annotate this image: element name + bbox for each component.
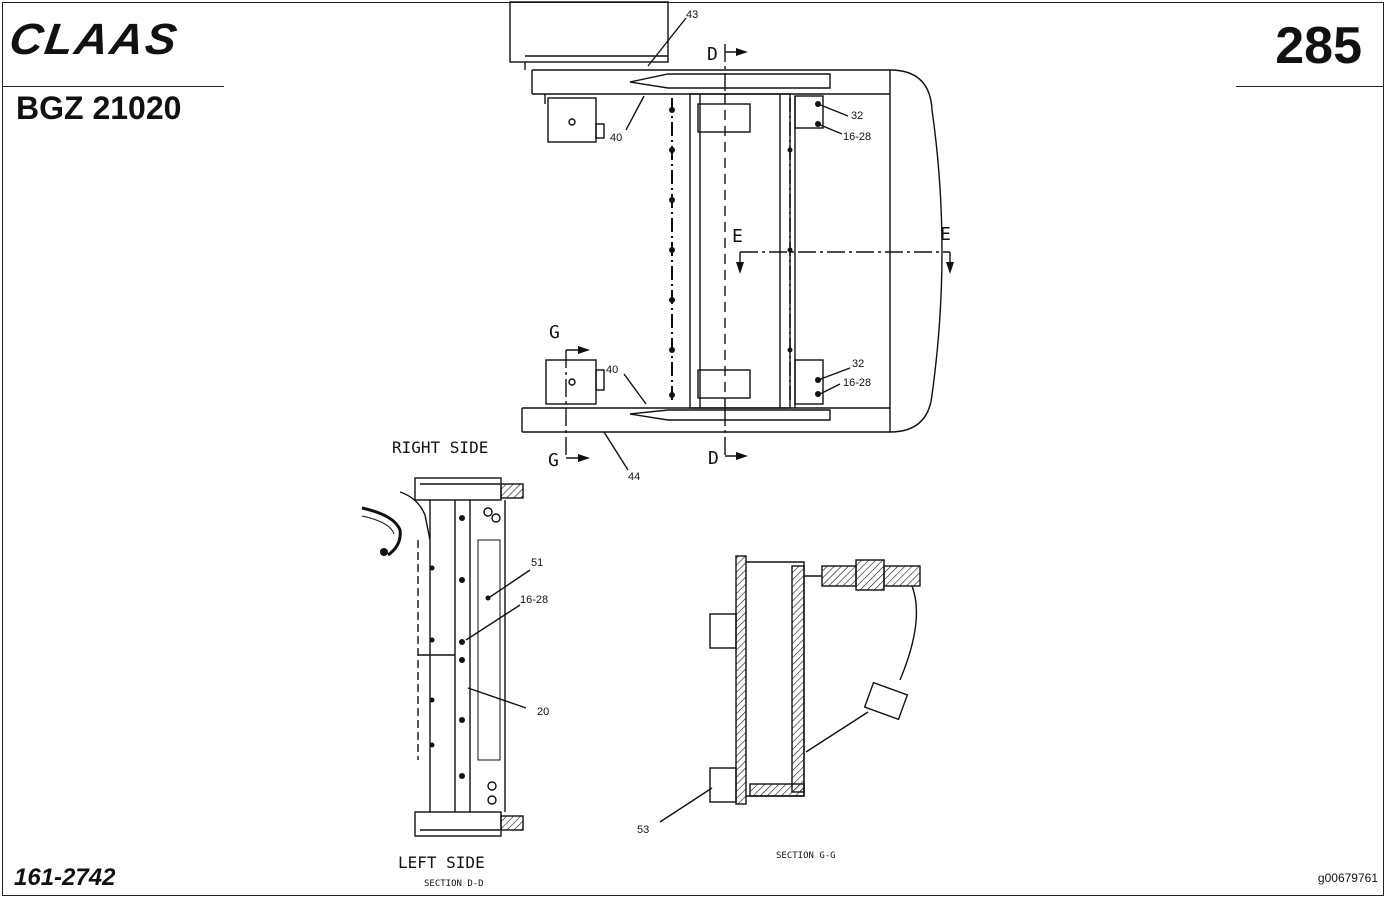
section-view: [659, 555, 921, 823]
callout-43: 43: [686, 9, 698, 21]
right-side-title: RIGHT SIDE: [392, 438, 488, 457]
callout-40-bottom: 40: [606, 364, 618, 376]
top-view: [509, 1, 951, 471]
callout-32-top: 32: [851, 110, 863, 122]
image-id: g00679761: [1317, 871, 1378, 885]
section-mark-e-right: E: [940, 224, 951, 245]
section-mark-d-bottom: D: [708, 448, 719, 469]
header-divider-right: [1236, 86, 1384, 87]
section-mark-g-bottom: G: [548, 450, 559, 471]
side-view: [361, 477, 531, 837]
reference-number: 161-2742: [14, 864, 116, 891]
section-mark-g-top: G: [549, 322, 560, 343]
section-g-g-caption: SECTION G-G: [776, 851, 836, 861]
callout-16-28-side: 16-28: [520, 594, 548, 606]
callout-51: 51: [531, 557, 543, 569]
left-side-title: LEFT SIDE: [398, 853, 485, 872]
section-d-d-caption: SECTION D-D: [424, 879, 484, 889]
callout-20: 20: [537, 706, 549, 718]
section-mark-e-left: E: [732, 226, 743, 247]
callout-16-28-top: 16-28: [843, 131, 871, 143]
callout-44: 44: [628, 471, 640, 483]
section-mark-d-top: D: [707, 44, 718, 65]
callout-53: 53: [637, 824, 649, 836]
page-number: 285: [1275, 17, 1362, 75]
callout-32-bottom: 32: [852, 358, 864, 370]
callout-16-28-bottom: 16-28: [843, 377, 871, 389]
callout-40-top: 40: [610, 132, 622, 144]
header-divider-left: [2, 86, 224, 87]
document-id: BGZ 21020: [16, 90, 182, 126]
